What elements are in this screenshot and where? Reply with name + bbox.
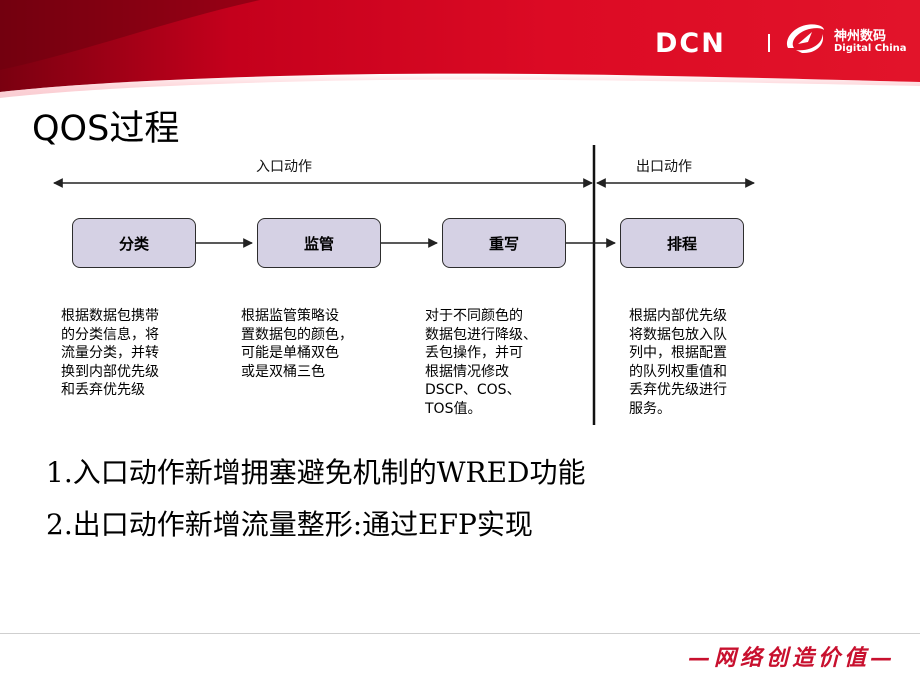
footer-divider (0, 633, 920, 634)
desc-rewrite: 对于不同颜色的 数据包进行降级、 丢包操作，并可 根据情况修改 DSCP、COS… (425, 308, 537, 417)
bullet-item-2: 2.出口动作新增流量整形:通过EFP实现 (46, 508, 533, 541)
digital-china-cn-name: 神州数码 (834, 29, 887, 44)
box-rewrite: 重写 (442, 218, 566, 268)
header-banner: DCN 神州数码 Digital China (0, 0, 920, 100)
ingress-label: 入口动作 (252, 159, 316, 175)
slide-title: QOS过程 (32, 109, 180, 149)
box-schedule: 排程 (620, 218, 744, 268)
box-police: 监管 (257, 218, 381, 268)
desc-classify: 根据数据包携带 的分类信息，将 流量分类，并转 换到内部优先级 和丢弃优先级 (61, 308, 159, 398)
banner-swoosh (0, 0, 920, 100)
desc-police: 根据监管策略设 置数据包的颜色， 可能是单桶双色 或是双桶三色 (241, 308, 353, 380)
desc-schedule: 根据内部优先级 将数据包放入队 列中，根据配置 的队列权重值和 丢弃优先级进行 … (629, 308, 727, 417)
box-classify: 分类 (72, 218, 196, 268)
digital-china-en-name: Digital China (834, 43, 907, 54)
footer-slogan: —网络创造价值— (688, 645, 897, 671)
bullet-item-1: 1.入口动作新增拥塞避免机制的WRED功能 (46, 456, 586, 489)
diagram-connectors (53, 145, 755, 425)
bullet-list: 1.入口动作新增拥塞避免机制的WRED功能 2.出口动作新增流量整形:通过EFP… (46, 447, 585, 551)
digital-china-logo-icon (786, 24, 824, 54)
egress-label: 出口动作 (632, 159, 696, 175)
logo-divider (768, 34, 770, 52)
dcn-logo: DCN (655, 28, 726, 59)
qos-process-diagram: 入口动作 出口动作 分类 监管 重写 排程 根据数据包携带 的分类信息，将 流量… (44, 143, 796, 429)
